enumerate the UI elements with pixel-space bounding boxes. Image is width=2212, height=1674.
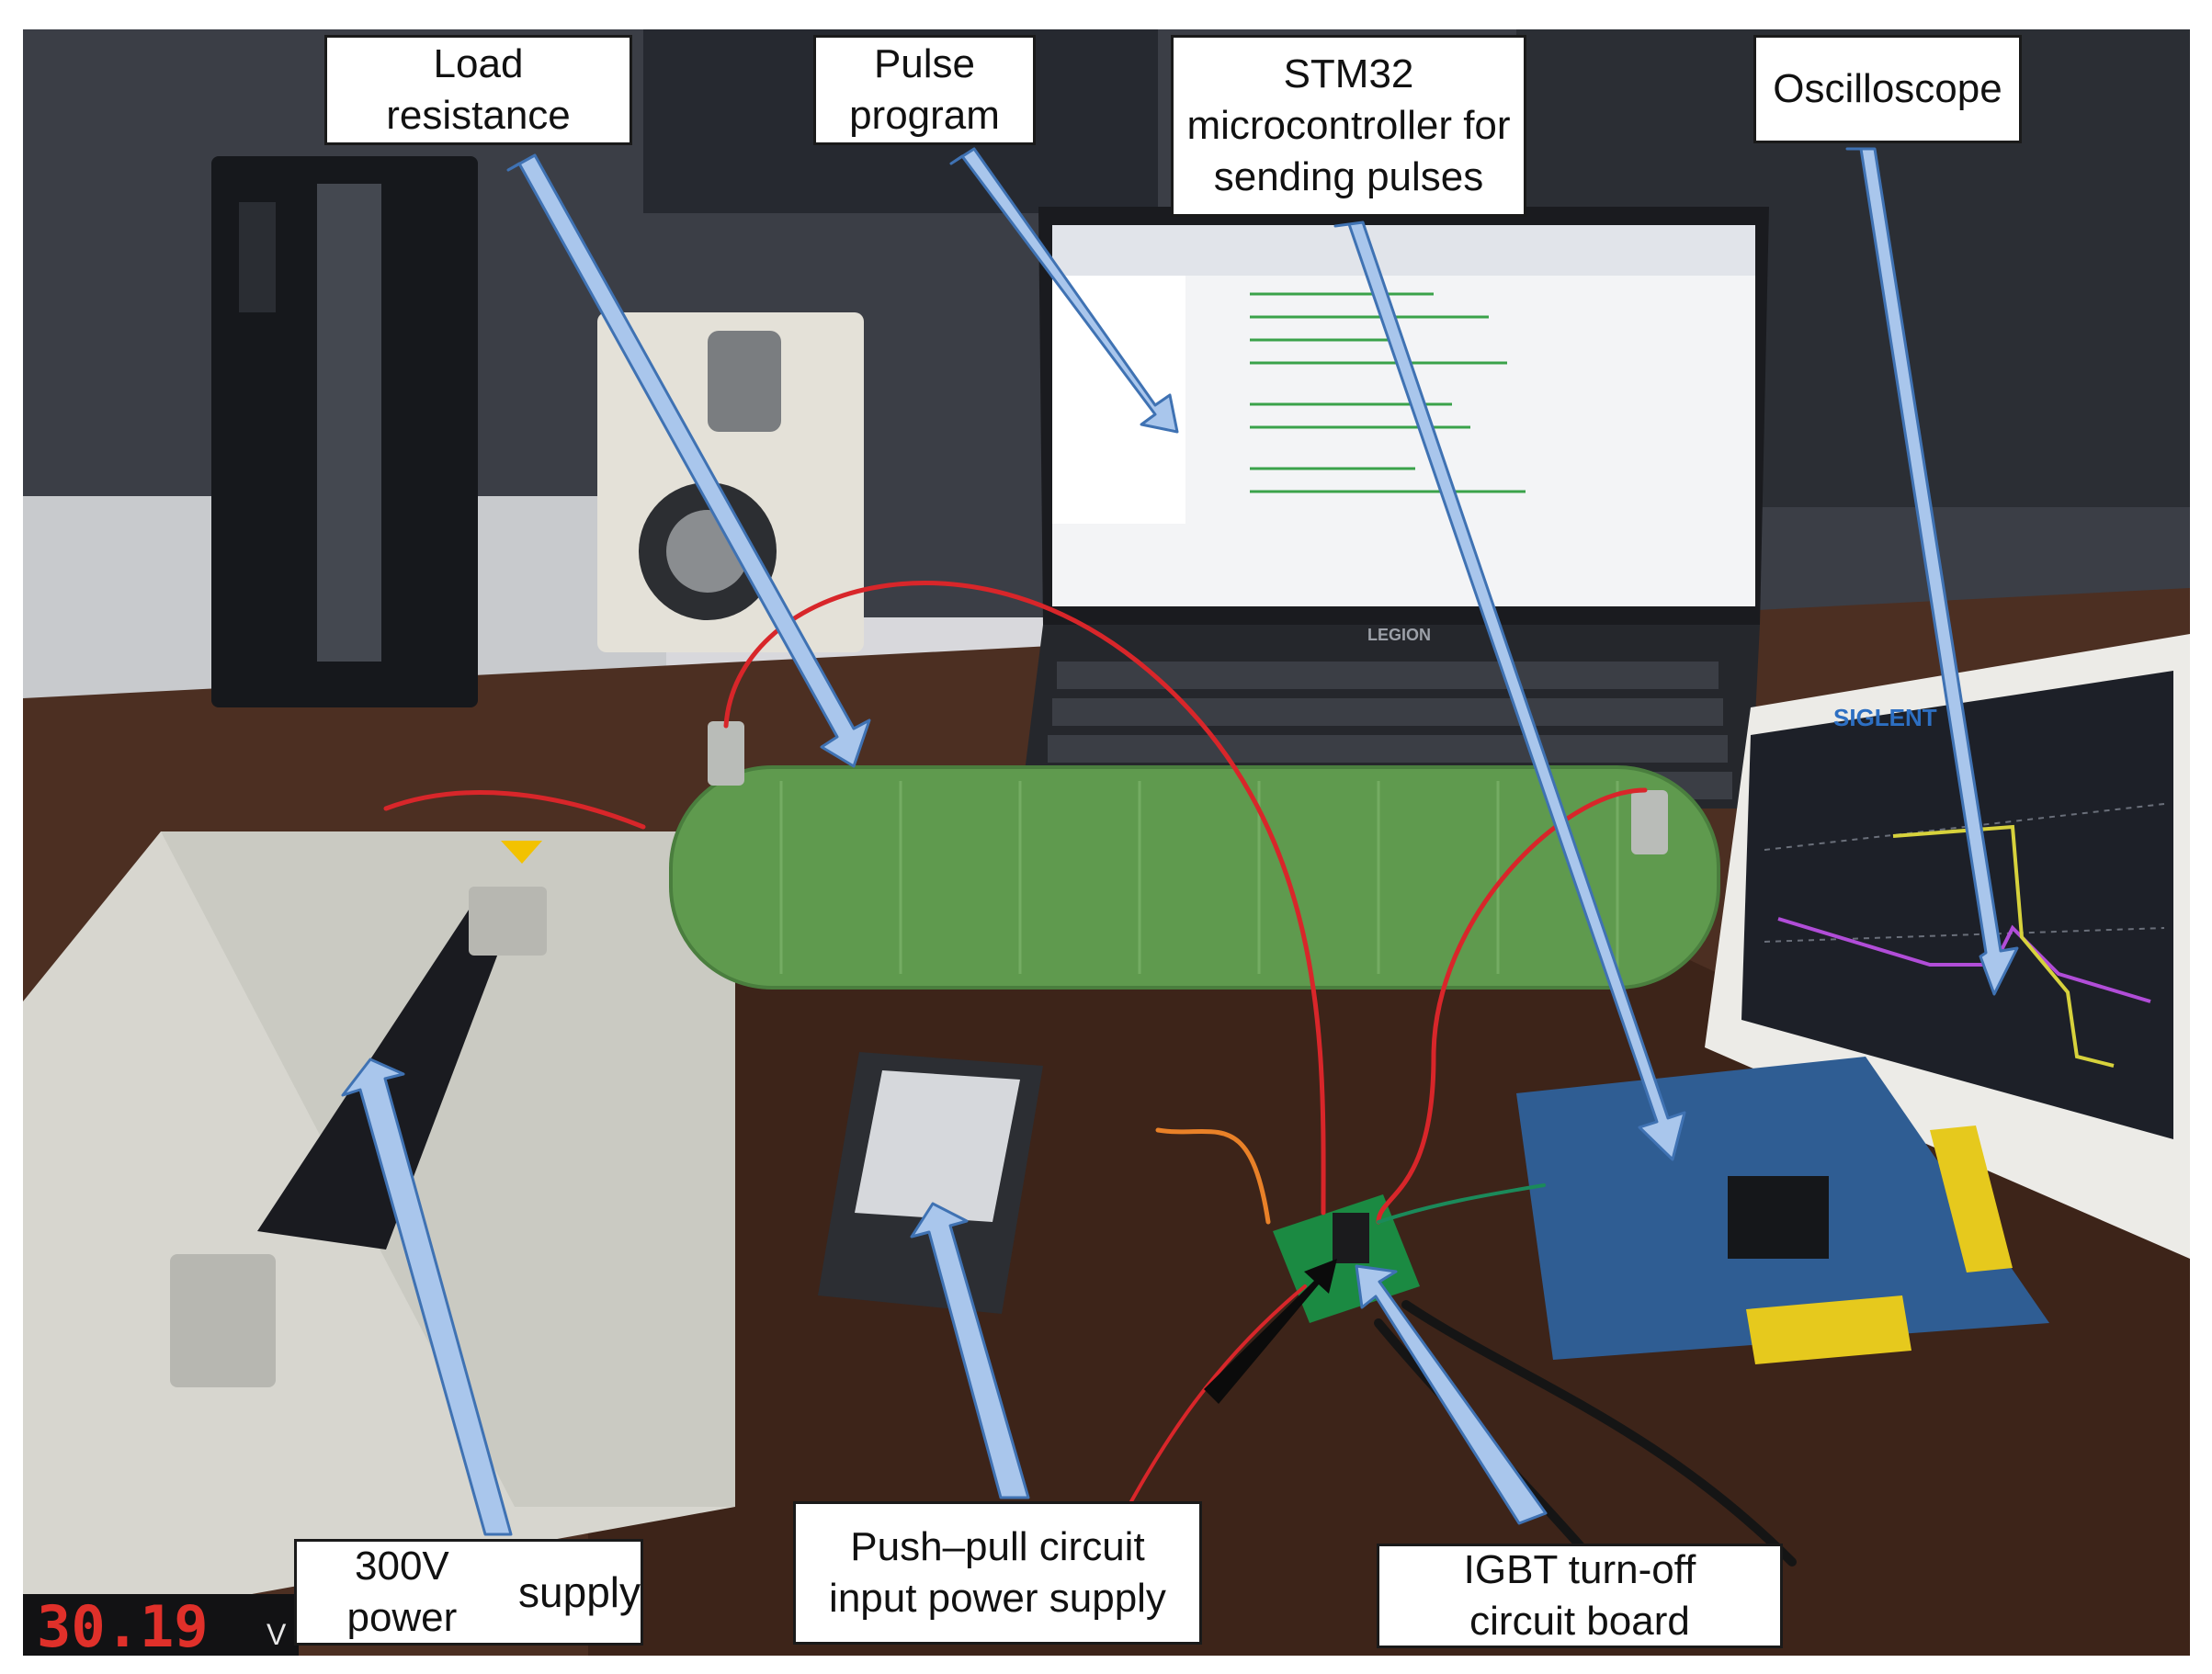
label-300v-text-a: 300V power	[346, 1544, 458, 1640]
label-pulse-program: Pulse program	[813, 35, 1036, 145]
load-resistor	[669, 721, 1720, 990]
arrow-push-pull	[910, 1202, 1030, 1499]
pc-tower	[211, 156, 478, 707]
oscilloscope-device: SIGLENT	[1705, 634, 2190, 1259]
supply-display-unit: V	[267, 1618, 287, 1651]
arrow-300v-supply	[341, 1058, 513, 1536]
arrow-stm32	[1333, 221, 1686, 1161]
label-push-pull-supply: Push–pull circuit input power supply	[793, 1501, 1202, 1645]
laptop: LEGION	[1020, 207, 1769, 809]
arrow-igbt-board	[1355, 1264, 1548, 1525]
callout-arrows	[341, 147, 2019, 1536]
label-300v-power-supply: 300V power supply	[294, 1539, 643, 1646]
label-igbt-board: IGBT turn-off circuit board	[1377, 1544, 1783, 1648]
label-load-resistance: Load resistance	[324, 35, 632, 145]
push-pull-adapter	[818, 1052, 1043, 1314]
arrow-oscilloscope	[1845, 147, 2019, 996]
label-stm32: STM32 microcontroller for sending pulses	[1171, 35, 1526, 217]
label-oscilloscope: Oscilloscope	[1753, 35, 2022, 143]
supply-display-value: 30.19	[37, 1593, 209, 1660]
arrow-pulse-program	[949, 147, 1179, 434]
label-300v-text-b: supply	[518, 1568, 641, 1616]
arrow-load-resistance	[506, 153, 871, 768]
oscilloscope-brand: SIGLENT	[1833, 704, 1937, 731]
arrow-igbt-black	[1204, 1259, 1337, 1404]
laptop-brand: LEGION	[1367, 626, 1431, 644]
